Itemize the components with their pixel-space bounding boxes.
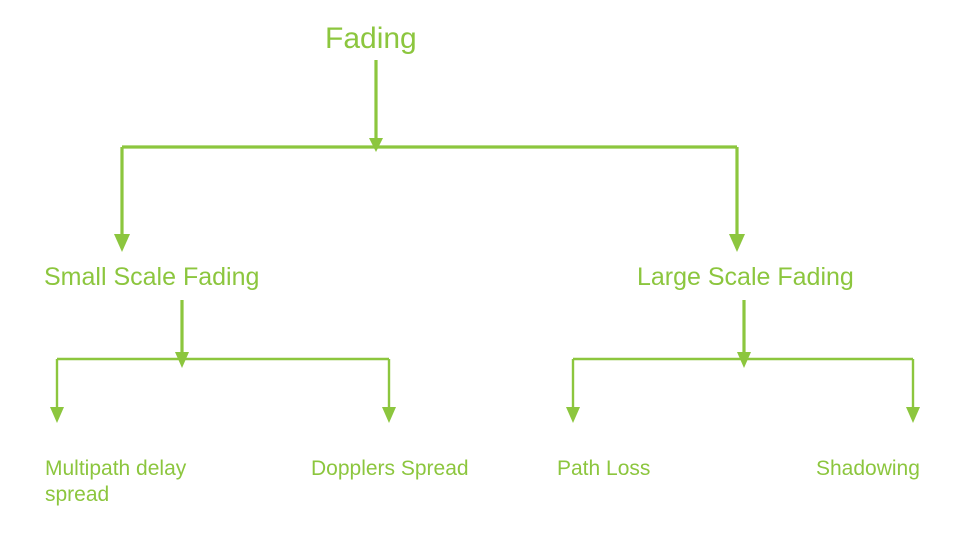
node-large-scale-fading: Large Scale Fading [637, 263, 854, 291]
arrow-shadowing [906, 407, 920, 423]
node-multipath-delay-spread: Multipath delay spread [45, 457, 187, 507]
arrow-path-loss [566, 407, 580, 423]
arrow-small-scale [114, 234, 130, 252]
node-fading: Fading [325, 22, 417, 55]
arrow-multipath [50, 407, 64, 423]
node-small-scale-fading: Small Scale Fading [44, 263, 260, 291]
node-shadowing: Shadowing [816, 457, 920, 480]
node-dopplers-spread: Dopplers Spread [311, 457, 469, 480]
arrow-doppler [382, 407, 396, 423]
arrow-small-scale-stem [175, 352, 189, 368]
node-path-loss: Path Loss [557, 457, 651, 480]
arrow-root-stem [369, 138, 383, 152]
arrow-large-scale [729, 234, 745, 252]
arrow-large-scale-stem [737, 352, 751, 368]
